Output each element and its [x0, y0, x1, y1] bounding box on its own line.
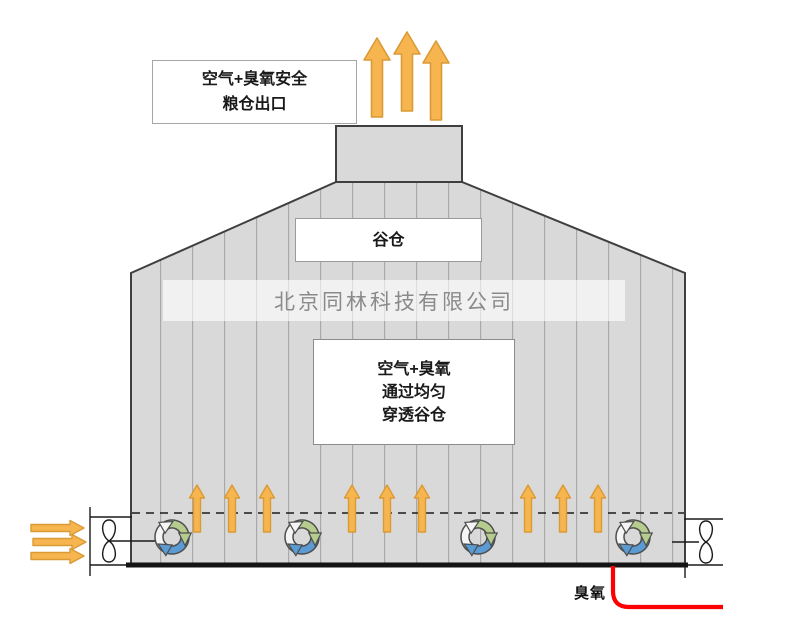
roof-vent-cap: [335, 125, 463, 183]
intake-right-arrows: [30, 519, 87, 565]
exit-label-line2: 粮仓出口: [222, 96, 287, 113]
ozone-supply-pipe: [610, 566, 723, 610]
flow-line1: 空气+臭氧: [377, 360, 451, 378]
flow-line3: 穿透谷仓: [381, 406, 446, 424]
exhaust-up-arrows: [363, 31, 450, 121]
up-arrow-icon: [363, 37, 391, 118]
flow-line2: 通过均匀: [381, 383, 446, 401]
watermark-text: 北京同林科技有限公司: [163, 280, 625, 321]
intake-fan-left: [89, 507, 157, 576]
up-arrow-icon: [422, 40, 450, 121]
up-arrow-icon: [393, 31, 421, 112]
right-arrow-icon: [32, 533, 87, 551]
barn-label: 谷仓: [372, 231, 405, 249]
ozone-label: 臭氧: [574, 585, 607, 602]
exit-label-line1: 空气+臭氧安全: [201, 71, 308, 88]
exit-label-box: 空气+臭氧安全 粮仓出口: [152, 60, 357, 124]
fan-icon: [698, 520, 714, 564]
barn-label-box: 谷仓: [295, 218, 482, 262]
flow-description-box: 空气+臭氧 通过均匀 穿透谷仓: [313, 339, 515, 445]
right-arrow-icon: [30, 547, 85, 565]
right-arrow-icon: [30, 519, 85, 537]
